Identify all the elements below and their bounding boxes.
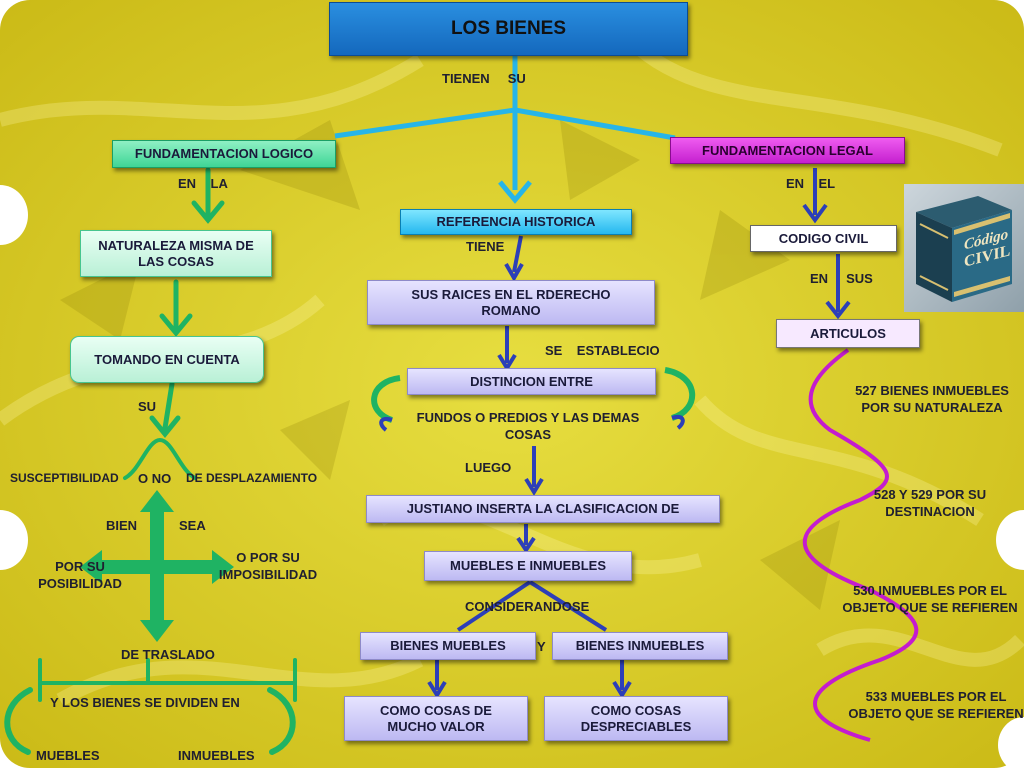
label-o-no: O NO (138, 471, 172, 486)
referencia-historica-box: REFERENCIA HISTORICA (400, 209, 632, 235)
tomando-label: TOMANDO EN CUENTA (94, 351, 240, 367)
justiniano-label: JUSTIANO INSERTA LA CLASIFICACION DE (406, 501, 680, 516)
muebles-inmuebles-box: MUEBLES E INMUEBLES (424, 551, 632, 581)
cosas-despreciables-box: COMO COSAS DESPRECIABLES (544, 696, 728, 741)
justiniano-box: JUSTIANO INSERTA LA CLASIFICACION DE (366, 495, 720, 523)
naturaleza-box: NATURALEZA MISMA DE LAS COSAS (80, 230, 272, 277)
bienes-muebles-box: BIENES MUEBLES (360, 632, 536, 660)
bienes-muebles-label: BIENES MUEBLES (390, 638, 506, 653)
muebles-label: MUEBLES (36, 748, 100, 763)
page-title: LOS BIENES (450, 18, 567, 39)
codigo-civil-book-image: Código CIVIL (904, 184, 1024, 312)
label-luego: LUEGO (465, 460, 512, 475)
fundamentacion-logico-box: FUNDAMENTACION LOGICO (112, 140, 336, 168)
raices-box: SUS RAICES EN EL RDERECHO ROMANO (367, 280, 655, 325)
art527-label: 527 BIENES INMUEBLES POR SU NATURALEZA (855, 383, 1009, 415)
label-su: SU (138, 399, 157, 414)
label-en-la: EN LA (178, 176, 228, 191)
cosas-despreciables-label: COMO COSAS DESPRECIABLES (580, 702, 692, 734)
referencia-historica-label: REFERENCIA HISTORICA (436, 214, 596, 229)
fundos-label: FUNDOS O PREDIOS Y LAS DEMAS COSAS (416, 410, 640, 442)
inmuebles-label: INMUEBLES (178, 748, 255, 763)
art528-label: 528 Y 529 POR SU DESTINACION (873, 487, 987, 519)
articulos-label: ARTICULOS (810, 325, 886, 341)
label-bien: BIEN (106, 518, 138, 533)
fundamentacion-legal-box: FUNDAMENTACION LEGAL (670, 137, 905, 164)
susceptibilidad-label: SUSCEPTIBILIDAD (10, 471, 119, 485)
title-box: LOS BIENES (329, 2, 688, 56)
se-dividen-label: Y LOS BIENES SE DIVIDEN EN (50, 695, 240, 710)
codigo-civil-label: CODIGO CIVIL (778, 230, 869, 246)
book-icon (916, 196, 1012, 302)
muebles-inmuebles-label: MUEBLES E INMUEBLES (449, 558, 606, 573)
raices-label: SUS RAICES EN EL RDERECHO ROMANO (411, 286, 611, 318)
label-considerandose: CONSIDERANDOSE (465, 599, 590, 614)
distincion-box: DISTINCION ENTRE (407, 368, 656, 395)
bienes-inmuebles-box: BIENES INMUEBLES (552, 632, 728, 660)
art533-label: 533 MUEBLES POR EL OBJETO QUE SE REFIERE… (848, 689, 1024, 721)
bienes-inmuebles-label: BIENES INMUEBLES (575, 638, 705, 653)
label-se-establecio: SE ESTABLECIO (545, 343, 660, 358)
label-en-el: EN EL (786, 176, 836, 191)
imposibilidad-label: O POR SU IMPOSIBILIDAD (218, 550, 318, 582)
cosas-valor-box: COMO COSAS DE MUCHO VALOR (344, 696, 528, 741)
fundamentacion-legal-label: FUNDAMENTACION LEGAL (702, 142, 873, 158)
cosas-valor-label: COMO COSAS DE MUCHO VALOR (380, 702, 492, 734)
distincion-label: DISTINCION ENTRE (470, 373, 593, 389)
naturaleza-label: NATURALEZA MISMA DE LAS COSAS (98, 237, 254, 269)
label-sea: SEA (179, 518, 206, 533)
label-tiene: TIENE (466, 239, 505, 254)
label-tienen-su: TIENEN SU (442, 71, 526, 86)
de-traslado-label: DE TRASLADO (121, 647, 215, 662)
articulos-box: ARTICULOS (776, 319, 920, 348)
label-en-sus: EN SUS (810, 271, 873, 286)
codigo-civil-box: CODIGO CIVIL (750, 225, 897, 252)
posibilidad-label: POR SU POSIBILIDAD (38, 559, 122, 591)
art530-label: 530 INMUEBLES POR EL OBJETO QUE SE REFIE… (842, 583, 1018, 615)
tomando-box: TOMANDO EN CUENTA (70, 336, 264, 383)
desplazamiento-label: DE DESPLAZAMIENTO (186, 471, 318, 485)
label-y: Y (537, 639, 546, 654)
fundamentacion-logico-label: FUNDAMENTACION LOGICO (134, 146, 314, 161)
